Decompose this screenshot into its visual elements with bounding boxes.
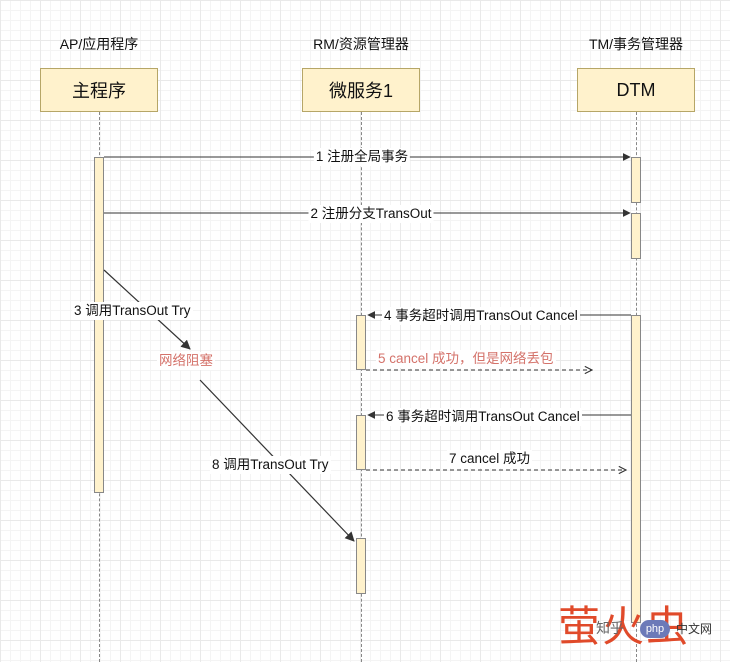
participant-microservice[interactable]: 微服务1 [302,68,420,112]
message-7-label: 7 cancel 成功 [447,450,533,468]
message-8-label: 8 调用TransOut Try [210,456,331,474]
activation-rm-1 [356,315,366,370]
watermark-suffix: 中文网 [676,622,713,636]
activation-tm-1 [631,157,641,203]
participant-label: DTM [616,79,656,100]
watermark-site: 知乎 [596,620,624,636]
role-rm: RM/资源管理器 [313,36,409,52]
participant-main-program[interactable]: 主程序 [40,68,158,112]
role-ap: AP/应用程序 [59,36,139,52]
participant-label: 主程序 [72,81,126,101]
activation-tm-2 [631,213,641,259]
message-1-label: 1 注册全局事务 [313,148,411,166]
watermark-logo: 萤火虫 [558,602,691,651]
activation-tm-3 [631,315,641,623]
message-4-label: 4 事务超时调用TransOut Cancel [382,307,580,325]
activation-rm-3 [356,538,366,594]
message-6-label: 6 事务超时调用TransOut Cancel [384,408,582,426]
participant-label: 微服务1 [328,81,393,101]
lifeline-rm [361,112,362,662]
message-3-label: 3 调用TransOut Try [72,302,193,320]
activation-ap [94,157,104,493]
activation-rm-2 [356,415,366,470]
message-2-label: 2 注册分支TransOut [308,205,434,223]
watermark-badge: php [640,620,670,638]
role-tm: TM/事务管理器 [588,36,684,52]
participant-dtm[interactable]: DTM [577,68,695,112]
message-5-label: 5 cancel 成功，但是网络丢包 [376,350,556,368]
network-blocked-label: 网络阻塞 [157,352,215,370]
